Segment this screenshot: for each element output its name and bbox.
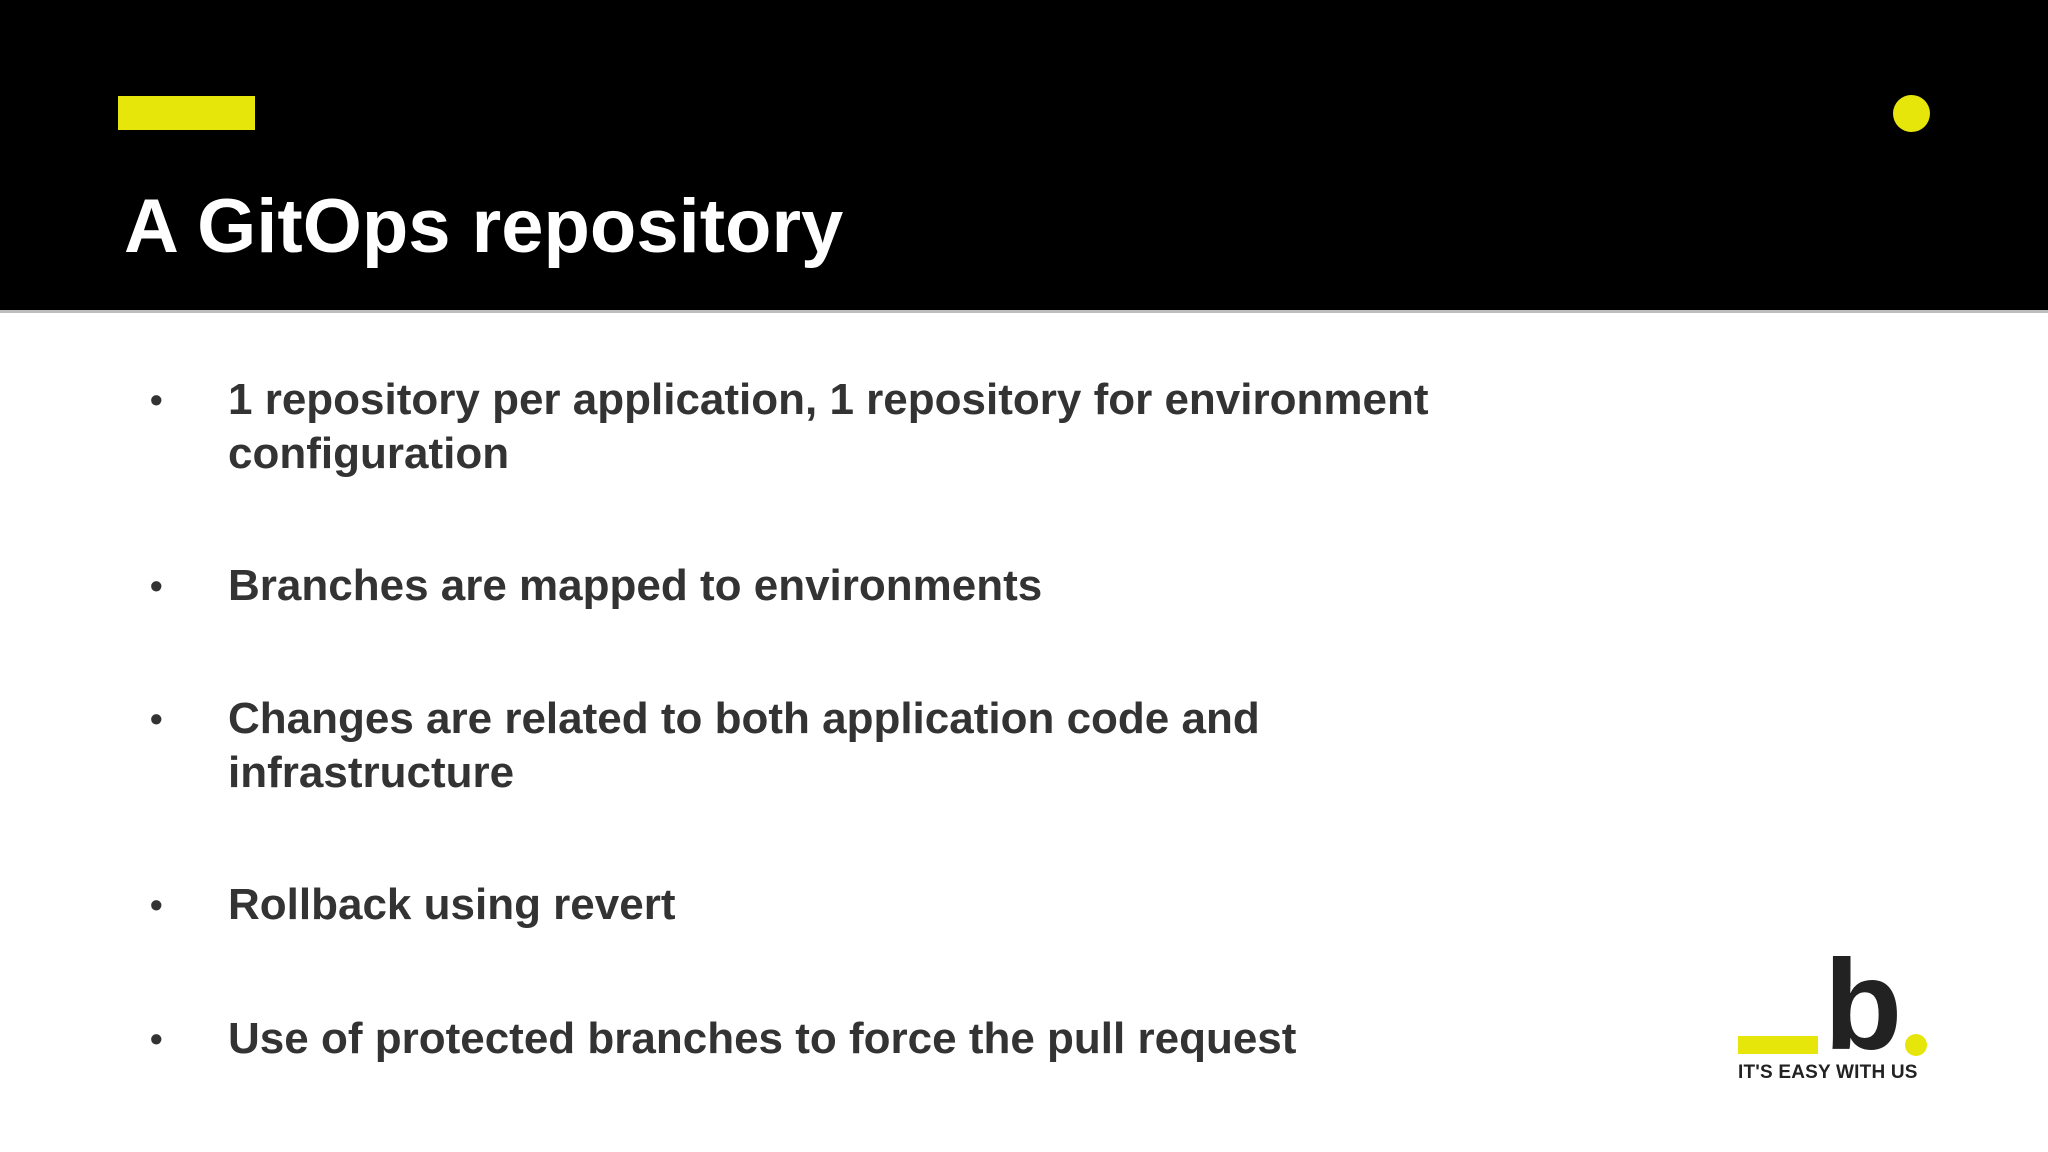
bullet-text: Use of protected branches to force the p… bbox=[228, 1014, 1297, 1063]
logo-tagline: IT'S EASY WITH US bbox=[1738, 1062, 1918, 1083]
slide-title: A GitOps repository bbox=[124, 184, 844, 269]
bullet-marker: • bbox=[150, 379, 163, 420]
bullet-marker: • bbox=[150, 698, 163, 739]
bullet-text: Branches are mapped to environments bbox=[228, 561, 1043, 610]
logo-dot bbox=[1905, 1034, 1927, 1056]
logo-letter: b bbox=[1824, 934, 1903, 1077]
logo-underscore-bar bbox=[1738, 1036, 1818, 1054]
accent-bar bbox=[118, 96, 255, 130]
accent-dot bbox=[1893, 95, 1930, 132]
slide-header: A GitOps repository bbox=[0, 0, 2048, 313]
bullet-marker: • bbox=[150, 884, 163, 925]
bullet-marker: • bbox=[150, 1018, 163, 1059]
bullet-text: 1 repository per application, 1 reposito… bbox=[228, 375, 1429, 478]
company-logo: b IT'S EASY WITH US bbox=[1736, 942, 1936, 1088]
bullet-text: Rollback using revert bbox=[228, 880, 676, 929]
bullet-marker: • bbox=[150, 565, 163, 606]
bullet-text: Changes are related to both application … bbox=[228, 694, 1260, 797]
